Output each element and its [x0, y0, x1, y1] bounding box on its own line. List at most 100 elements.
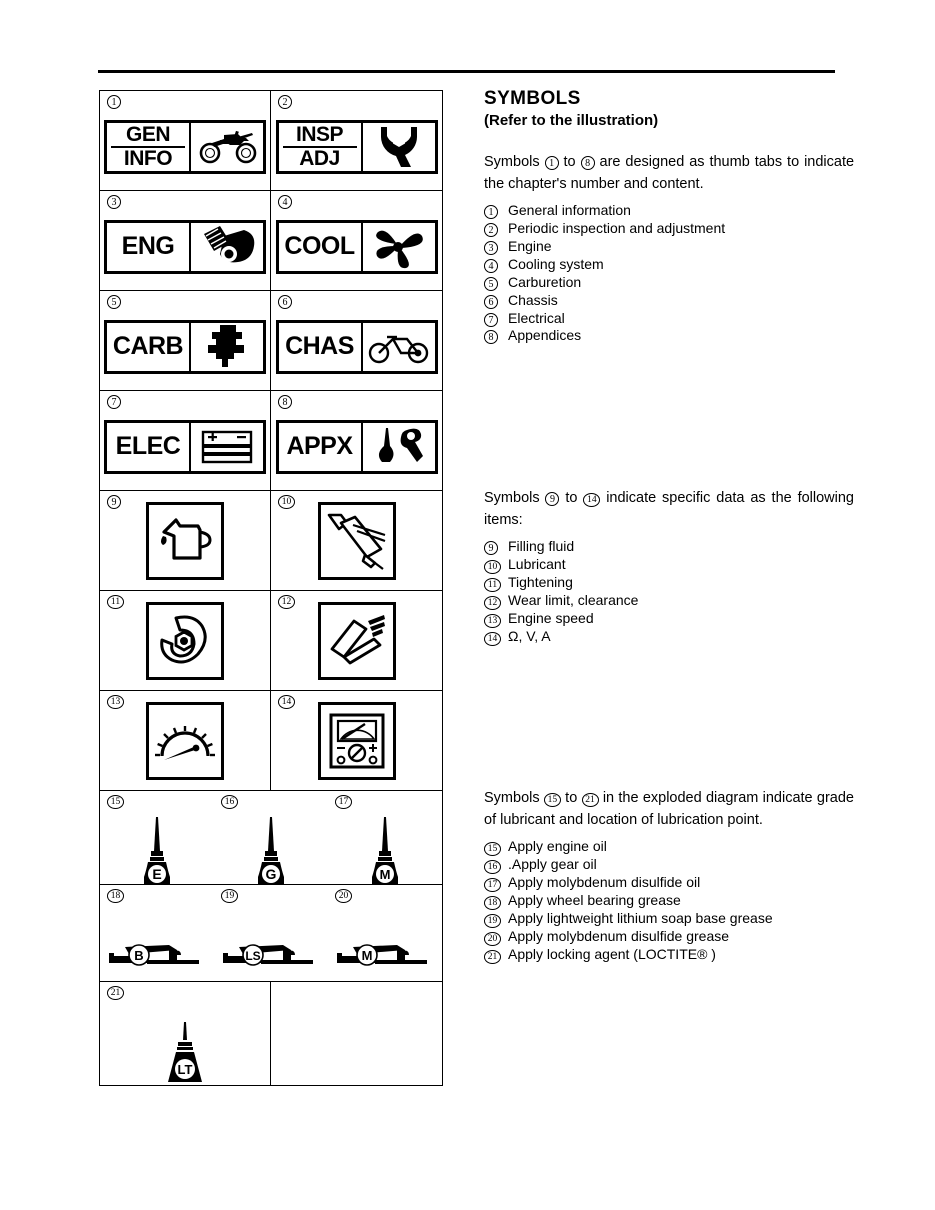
symbol-cell-9: 9 [100, 491, 271, 590]
item-number: 21 [484, 946, 508, 965]
carburetor-icon [191, 323, 263, 371]
multimeter-icon [327, 712, 387, 770]
intro-pre: Symbols [484, 790, 540, 806]
cell-number: 14 [278, 695, 295, 709]
circled-number: 21 [107, 986, 124, 1000]
cell-body: LS [214, 885, 328, 1003]
cell-body: ENG [100, 191, 270, 290]
cell-number: 21 [107, 986, 124, 1000]
bottle-letter: E [152, 866, 161, 882]
cell-number: 3 [107, 195, 121, 209]
wrench-nut-icon [363, 123, 435, 171]
cell-body [100, 691, 270, 790]
item-number: 16 [484, 856, 508, 875]
cell-number: 7 [107, 395, 121, 409]
cell-body: LT [100, 982, 270, 1105]
item-label: Apply wheel bearing grease [508, 892, 681, 909]
piston-icon [191, 223, 263, 271]
item-number: 19 [484, 910, 508, 929]
symbol-cell-12: 12 [271, 591, 442, 690]
tachometer-icon [154, 716, 216, 766]
list-item: 11 Tightening [484, 574, 854, 592]
cell-number: 17 [335, 795, 352, 809]
motorcycle-frame-icon [363, 323, 435, 371]
circled-number: 21 [581, 793, 599, 807]
cell-number: 10 [278, 495, 295, 509]
item-label: Carburetion [508, 273, 582, 290]
circled-number: 20 [484, 932, 501, 947]
bottle-letter: LT [178, 1062, 193, 1077]
framed-symbol-13 [146, 701, 224, 780]
item-number: 17 [484, 874, 508, 893]
symbol-grid-row: 3 ENG [100, 191, 442, 291]
framed-symbol-14 [317, 701, 396, 780]
oil-bottle-m-icon: M [363, 815, 407, 889]
circled-number: 10 [484, 559, 501, 574]
circled-number: 9 [107, 495, 121, 509]
lubrication-intro: Symbols 15 to 21 in the exploded diagram… [484, 787, 854, 831]
symbol-cell-3: 3 ENG [100, 191, 271, 290]
circled-number: 12 [278, 595, 295, 609]
intro-pre: Symbols [484, 490, 540, 506]
bottle-letter: G [266, 866, 277, 882]
grease-letter: B [134, 948, 143, 963]
symbol-cell-7: 7 ELEC [100, 391, 271, 490]
symbol-grid-row: 1 GEN INFO [100, 91, 442, 191]
thumb-tab-appx: APPX [275, 419, 438, 474]
item-number: 13 [484, 610, 508, 628]
motorcycle-offroad-icon [191, 123, 263, 171]
item-number: 18 [484, 892, 508, 911]
item-number: 6 [484, 292, 508, 310]
item-number: 15 [484, 838, 508, 857]
cell-number: 16 [221, 795, 238, 809]
symbol-cell-19: 19 [214, 885, 328, 981]
circled-number: 4 [278, 195, 292, 209]
circled-number: 7 [484, 312, 498, 327]
cell-body: GEN INFO [100, 91, 270, 190]
symbol-grid-row: 9 10 [100, 491, 442, 591]
circled-number: 18 [107, 889, 124, 903]
circled-number: 15 [484, 842, 501, 857]
thumb-tab-cool: COOL [275, 219, 438, 274]
symbol-cell-20: 20 [328, 885, 442, 981]
intro-post: are designed as thumb tabs to indicate t… [484, 154, 855, 193]
cell-number: 2 [278, 95, 292, 109]
item-label: Apply molybdenum disulfide grease [508, 928, 730, 945]
thumb-tabs-intro: Symbols 1 to 8 are designed as thumb tab… [484, 151, 854, 195]
symbol-grid-row: 15 E [100, 791, 442, 885]
circled-number: 14 [278, 695, 295, 709]
item-label: Tightening [508, 573, 573, 590]
symbol-cell-2: 2 INSP ADJ [271, 91, 442, 190]
circled-number: 5 [484, 276, 498, 291]
circled-number: 3 [484, 240, 498, 255]
circled-number: 3 [107, 195, 121, 209]
symbol-grid-row: 11 12 [100, 591, 442, 691]
circled-number: 1 [544, 156, 559, 170]
symbol-cell-18: 18 [100, 885, 214, 981]
item-label: Cooling system [508, 255, 604, 272]
item-label: General information [508, 202, 631, 219]
circled-number: 11 [484, 577, 501, 592]
intro-mid: to [565, 790, 578, 806]
cell-number: 19 [221, 889, 238, 903]
symbol-cell-6: 6 CHAS [271, 291, 442, 390]
wrench-bolt-icon [156, 614, 214, 668]
item-label: Apply engine oil [508, 838, 607, 855]
circled-number: 9 [484, 541, 498, 556]
oil-bottle-e-icon: E [135, 815, 179, 889]
item-number: 9 [484, 538, 508, 556]
grease-letter: LS [245, 949, 260, 963]
tab-text: ENG [107, 222, 191, 271]
thumb-tab-eng: ENG [104, 219, 266, 274]
grease-letter: M [362, 948, 373, 963]
circled-number: 13 [484, 613, 501, 628]
